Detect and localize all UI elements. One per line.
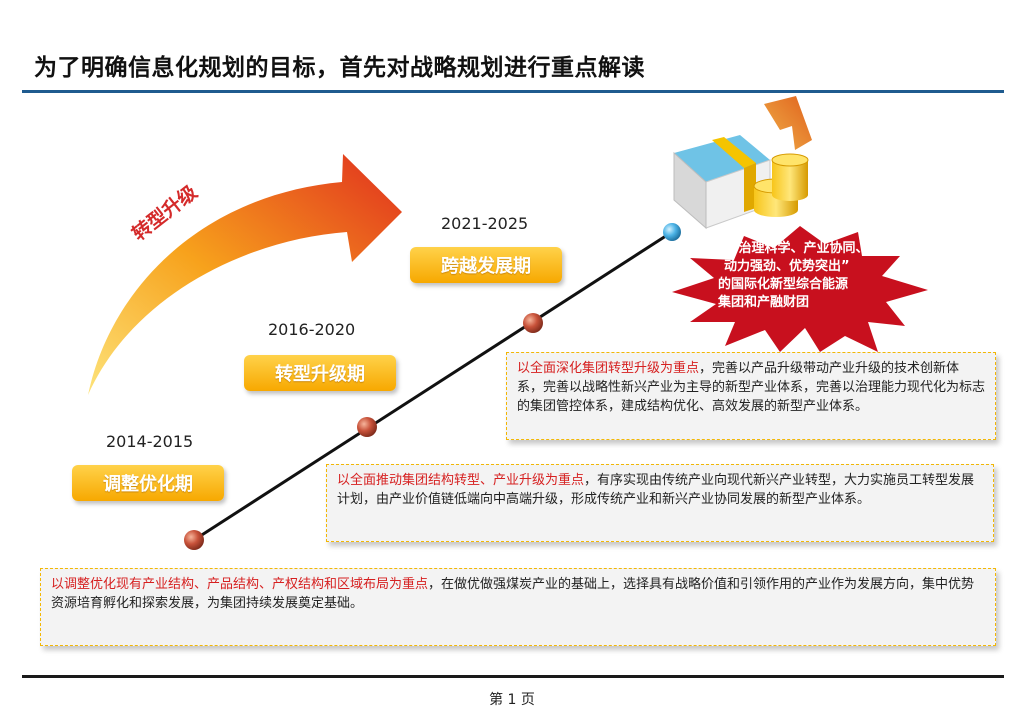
phase-3-years: 2021-2025: [441, 214, 528, 233]
page-number: 第 1 页: [0, 689, 1024, 709]
phase-1-focus: 以调整优化现有产业结构、产品结构、产权结构和区域布局为重点: [51, 577, 428, 592]
goal-line-1: “治理科学、产业协同、: [718, 240, 908, 258]
phase-1-years: 2014-2015: [106, 432, 193, 451]
timeline-node-2021: [523, 313, 543, 333]
phase-3-description: 以全面深化集团转型升级为重点，完善以产品升级带动产业升级的技术创新体系，完善以战…: [506, 352, 996, 440]
footer-divider: [22, 675, 1004, 678]
phase-3-button[interactable]: 跨越发展期: [410, 247, 562, 283]
phase-2-description: 以全面推动集团结构转型、产业升级为重点，有序实现由传统产业向现代新兴产业转型，大…: [326, 464, 994, 542]
phase-2-years: 2016-2020: [268, 320, 355, 339]
phase-2-focus: 以全面推动集团结构转型、产业升级为重点: [337, 473, 584, 488]
phase-3-focus: 以全面深化集团转型升级为重点: [517, 361, 699, 376]
timeline-node-goal: [663, 223, 681, 241]
goal-line-3: 的国际化新型综合能源: [718, 276, 908, 294]
phase-2-button[interactable]: 转型升级期: [244, 355, 396, 391]
phase-1-button[interactable]: 调整优化期: [72, 465, 224, 501]
goal-line-2: 动力强劲、优势突出”: [718, 258, 908, 276]
goal-statement: “治理科学、产业协同、 动力强劲、优势突出” 的国际化新型综合能源 集团和产融财…: [718, 240, 908, 312]
timeline-node-2016: [357, 417, 377, 437]
phase-1-description: 以调整优化现有产业结构、产品结构、产权结构和区域布局为重点，在做优做强煤炭产业的…: [40, 568, 996, 646]
finance-icon: [674, 96, 812, 228]
goal-line-4: 集团和产融财团: [718, 294, 908, 312]
timeline-node-start: [184, 530, 204, 550]
